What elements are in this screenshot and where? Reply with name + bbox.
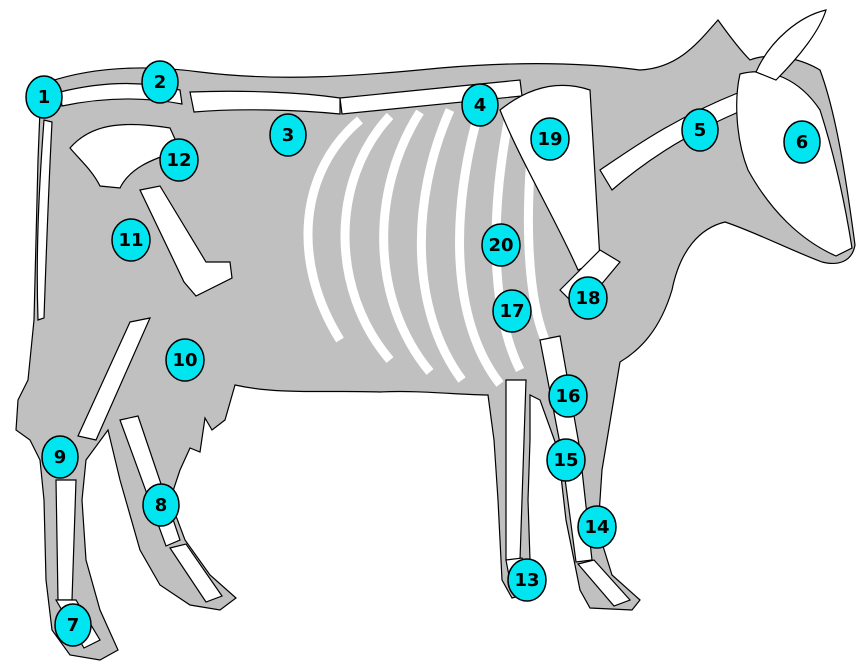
label-17-text: 17 (499, 301, 524, 322)
label-3: 3 (270, 114, 306, 156)
label-5-text: 5 (694, 120, 707, 141)
label-11-text: 11 (118, 230, 143, 251)
label-10-text: 10 (172, 350, 197, 371)
label-4-text: 4 (474, 95, 487, 116)
label-7-text: 7 (67, 615, 80, 636)
label-14-text: 14 (584, 517, 609, 538)
label-9: 9 (42, 436, 78, 478)
label-19: 19 (531, 118, 569, 160)
label-1-text: 1 (38, 87, 51, 108)
label-17: 17 (493, 290, 531, 332)
label-19-text: 19 (537, 129, 562, 150)
label-5: 5 (682, 109, 718, 151)
label-14: 14 (578, 506, 616, 548)
label-20: 20 (482, 224, 520, 266)
label-18-text: 18 (575, 288, 600, 309)
label-16: 16 (549, 375, 587, 417)
hind-cannon-left (56, 480, 76, 600)
label-3-text: 3 (282, 125, 295, 146)
label-18: 18 (569, 277, 607, 319)
label-4: 4 (462, 84, 498, 126)
label-9-text: 9 (54, 447, 67, 468)
label-6: 6 (784, 121, 820, 163)
label-15-text: 15 (553, 450, 578, 471)
label-16-text: 16 (555, 386, 580, 407)
label-11: 11 (112, 219, 150, 261)
label-10: 10 (166, 339, 204, 381)
label-1: 1 (26, 76, 62, 118)
label-7: 7 (55, 604, 91, 646)
label-20-text: 20 (488, 235, 513, 256)
label-12: 12 (160, 139, 198, 181)
label-8: 8 (143, 484, 179, 526)
label-2-text: 2 (154, 72, 167, 93)
label-8-text: 8 (155, 495, 168, 516)
label-15: 15 (547, 439, 585, 481)
label-13-text: 13 (514, 570, 539, 591)
label-2: 2 (142, 61, 178, 103)
label-12-text: 12 (166, 150, 191, 171)
label-13: 13 (508, 559, 546, 601)
label-6-text: 6 (796, 132, 809, 153)
